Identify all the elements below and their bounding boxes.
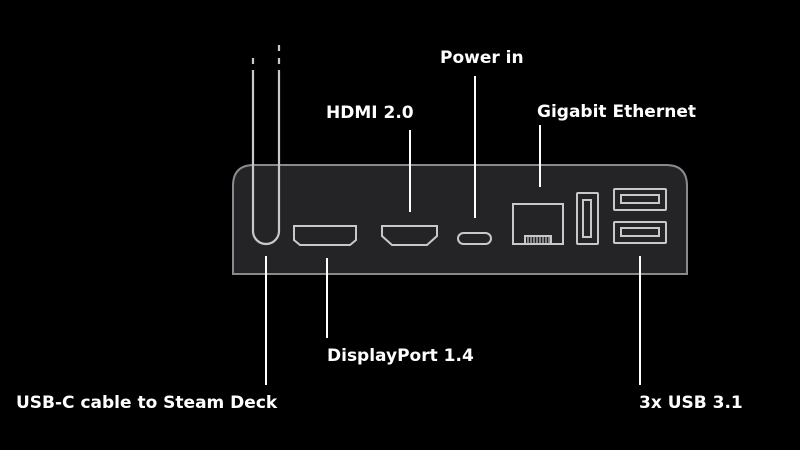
hdmi-label: HDMI 2.0 xyxy=(326,103,414,123)
dock-body xyxy=(232,164,688,275)
usb-a-port-top xyxy=(613,188,667,211)
gigabit-ethernet-label: Gigabit Ethernet xyxy=(537,102,696,122)
displayport-label: DisplayPort 1.4 xyxy=(327,346,474,366)
usb-3-label: 3x USB 3.1 xyxy=(639,393,743,413)
usb-c-cable xyxy=(251,45,281,246)
usb-c-power-port xyxy=(457,232,492,245)
power-in-label: Power in xyxy=(440,48,524,68)
hdmi-port xyxy=(381,225,438,246)
leader-lines xyxy=(265,76,641,385)
usb-c-cable-label: USB-C cable to Steam Deck xyxy=(16,393,278,413)
displayport-port xyxy=(293,225,357,246)
usb-a-port-vertical xyxy=(576,192,599,245)
usb-a-port-bottom xyxy=(613,221,667,244)
ethernet-port xyxy=(512,203,564,245)
